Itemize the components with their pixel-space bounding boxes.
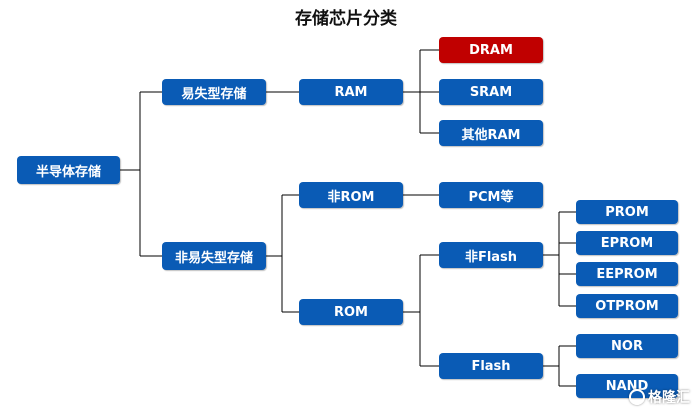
node-volatile: 易失型存储 bbox=[162, 79, 266, 105]
node-nor: NOR bbox=[576, 334, 678, 358]
watermark-logo-icon bbox=[629, 389, 645, 405]
node-eeprom: EEPROM bbox=[576, 262, 678, 286]
connector-ram bbox=[403, 49, 439, 134]
watermark: 格隆汇 bbox=[629, 386, 690, 408]
node-non-rom: 非ROM bbox=[299, 182, 403, 208]
node-flash: Flash bbox=[439, 353, 543, 379]
watermark-text: 格隆汇 bbox=[648, 390, 690, 406]
diagram-title: 存储芯片分类 bbox=[295, 9, 397, 29]
node-otprom: OTPROM bbox=[576, 294, 678, 318]
node-ram: RAM bbox=[299, 79, 403, 105]
node-dram: DRAM bbox=[439, 37, 543, 63]
connector-rom bbox=[403, 254, 439, 367]
connector-nonvolatile bbox=[266, 194, 299, 313]
node-prom: PROM bbox=[576, 200, 678, 224]
connector-nonflash bbox=[543, 211, 576, 307]
node-pcm: PCM等 bbox=[439, 182, 543, 208]
node-root: 半导体存储 bbox=[17, 156, 120, 184]
node-rom: ROM bbox=[299, 299, 403, 325]
node-non-flash: 非Flash bbox=[439, 242, 543, 268]
node-nonvolatile: 非易失型存储 bbox=[162, 242, 266, 270]
connector-flash bbox=[543, 345, 576, 387]
node-other-ram: 其他RAM bbox=[439, 120, 543, 146]
node-nand: NAND bbox=[576, 374, 678, 398]
connector-root bbox=[120, 91, 162, 257]
node-sram: SRAM bbox=[439, 79, 543, 105]
node-eprom: EPROM bbox=[576, 231, 678, 255]
